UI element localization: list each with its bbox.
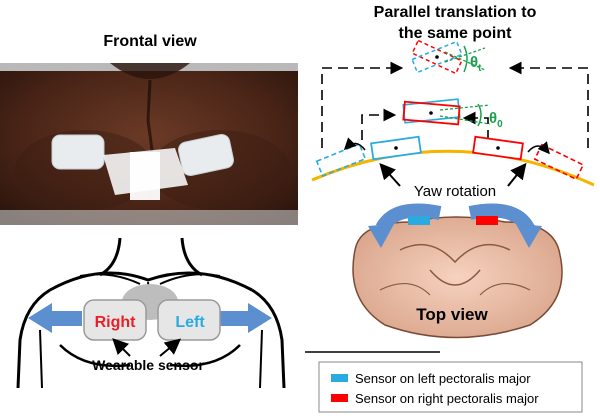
parallel-title-line1: Parallel translation to	[374, 4, 537, 21]
pointer-to-right-sensor	[112, 338, 131, 357]
photo-left-sensor	[51, 134, 105, 170]
legend-swatch-left	[331, 374, 348, 382]
body-outline	[16, 237, 286, 389]
legend: Sensor on left pectoralis major Sensor o…	[318, 361, 583, 413]
translation-path	[321, 61, 589, 148]
top-view-label: Top view	[416, 305, 488, 324]
arc-left-sensor-rotated	[315, 142, 367, 178]
top-view-right-sensor	[476, 216, 498, 225]
arc-right-sensor	[472, 135, 524, 161]
theta-t-symbol: θt	[470, 54, 482, 74]
theta-0-symbol: θ0	[489, 110, 503, 130]
legend-swatch-right	[331, 394, 348, 402]
yaw-rotation-label: Yaw rotation	[414, 183, 496, 200]
arc-right-rotation-arrow	[527, 141, 550, 155]
left-label: Left	[175, 314, 205, 331]
chest-photo	[0, 63, 298, 225]
right-arrow-body	[218, 303, 272, 333]
yaw-blue-arrow-left	[375, 203, 442, 232]
yaw-arrow-right	[507, 162, 527, 187]
yaw-blue-arrow-right	[468, 203, 535, 232]
yaw-blue-arrowhead-left	[368, 224, 394, 248]
translated-sensors-top	[411, 39, 486, 75]
right-label: Right	[95, 314, 137, 331]
photo-right-sensor	[178, 133, 234, 177]
translated-sensors-middle	[402, 98, 491, 127]
yaw-arrow-left	[379, 163, 401, 187]
arc-left-sensor	[370, 135, 422, 161]
legend-label-right: Sensor on right pectoralis major	[355, 391, 539, 406]
yaw-blue-arrowhead-right	[516, 224, 542, 248]
top-view-left-sensor	[408, 216, 430, 225]
left-arrow-body	[28, 303, 82, 333]
arc-left-rotation-arrow	[343, 137, 366, 151]
pointer-to-left-sensor	[159, 338, 182, 357]
body-left-sensor	[157, 299, 221, 341]
legend-label-left: Sensor on left pectoralis major	[355, 371, 531, 386]
wearable-sensor-label: Wearable sensor	[92, 357, 204, 373]
arc-right-sensor-rotated	[533, 143, 585, 181]
frontal-view-title: Frontal view	[103, 33, 197, 50]
parallel-title-line2: the same point	[399, 25, 513, 42]
